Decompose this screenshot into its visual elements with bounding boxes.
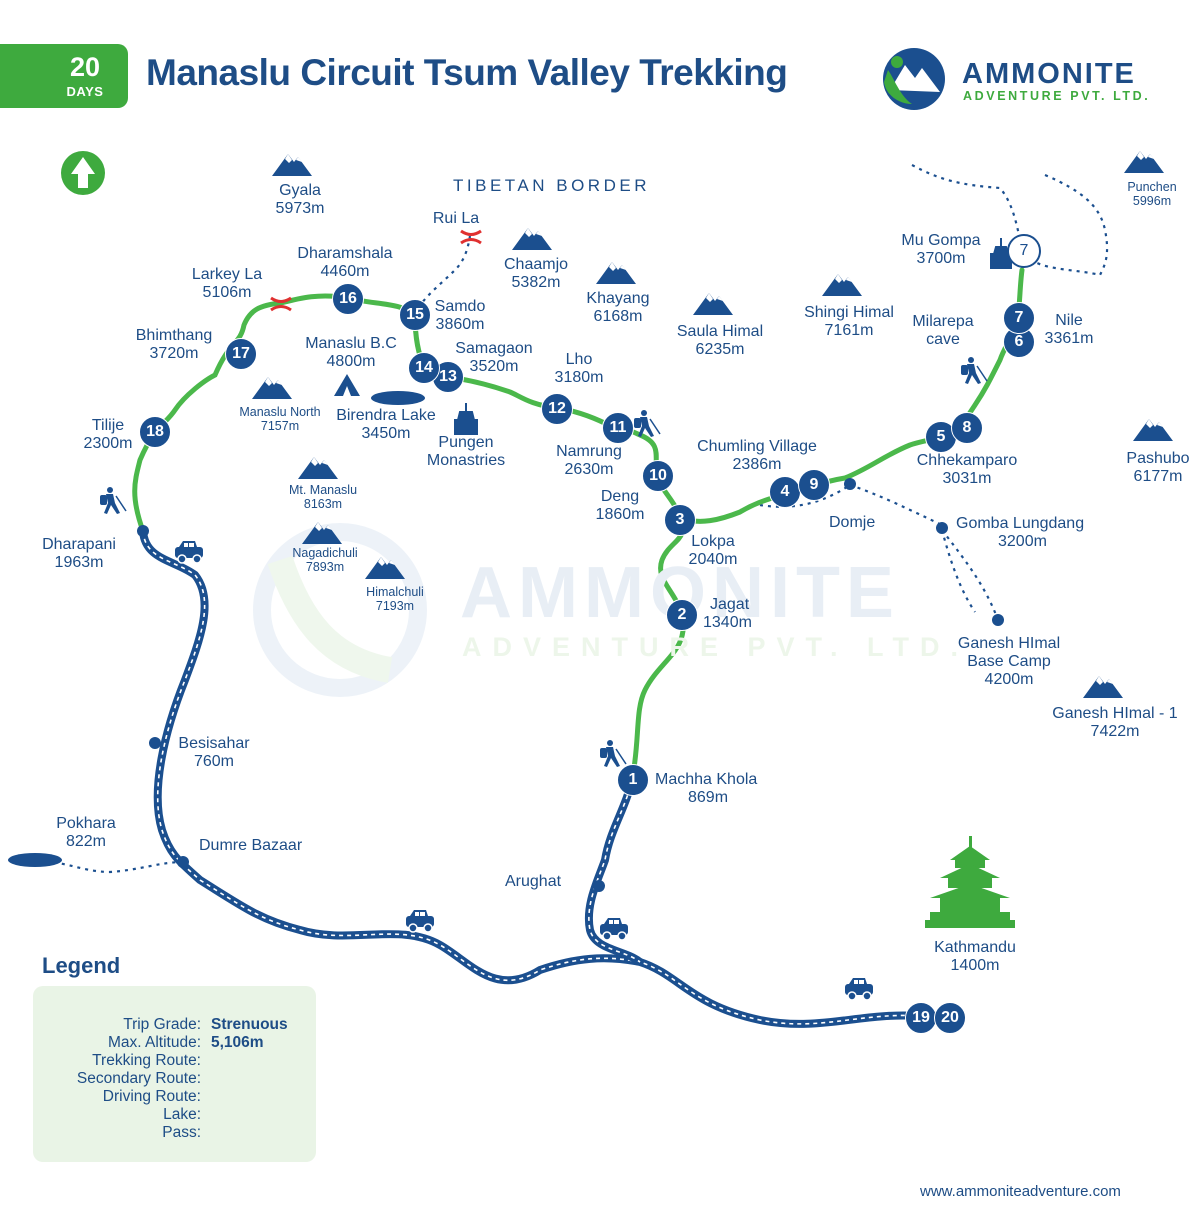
place-domje: Domje	[829, 514, 876, 531]
secondary-route	[29, 164, 1109, 874]
pass-icon	[459, 229, 483, 245]
legend-altitude-value: 5,106m	[211, 1034, 264, 1051]
north-arrow-icon	[61, 151, 105, 195]
stop-10: 10	[642, 460, 674, 492]
legend-grade-value: Strenuous	[211, 1016, 288, 1033]
legend-title: Legend	[42, 953, 121, 978]
stop-12: 12	[541, 393, 573, 425]
stop-16: 16	[332, 283, 364, 315]
brand-logo-icon	[883, 48, 945, 110]
days-number: 20	[69, 52, 101, 82]
stop-7: 7	[1003, 302, 1035, 334]
stop-2: 2	[666, 599, 698, 631]
place-arughat: Arughat	[505, 873, 562, 890]
legend-secondary-label: Secondary Route:	[76, 1070, 201, 1087]
pagoda-icon	[925, 836, 1015, 928]
stop-4: 4	[769, 476, 801, 508]
brand-subtitle: ADVENTURE PVT. LTD.	[963, 89, 1151, 103]
legend-grade-label: Trip Grade:	[123, 1016, 201, 1033]
stop-19: 19	[905, 1002, 937, 1034]
legend-altitude-label: Max. Altitude:	[107, 1034, 201, 1051]
days-label: DAYS	[66, 84, 104, 99]
stop-9: 9	[798, 469, 830, 501]
duration-badge: 20 DAYS	[0, 44, 128, 108]
stop-17: 17	[225, 338, 257, 370]
stop-1: 1	[617, 764, 649, 796]
stop-3: 3	[664, 504, 696, 536]
legend-trekking-label: Trekking Route:	[92, 1052, 201, 1069]
legend-box: Trip Grade: Strenuous Max. Altitude: 5,1…	[33, 986, 316, 1162]
watermark-subtext: ADVENTURE PVT. LTD.	[462, 632, 970, 662]
legend-driving-label: Driving Route:	[102, 1088, 201, 1105]
legend-lake-label: Lake:	[163, 1106, 201, 1123]
trekking-route	[132, 293, 686, 783]
stop-15: 15	[399, 299, 431, 331]
border-label: TIBETAN BORDER	[453, 176, 650, 195]
brand-name: AMMONITE	[962, 58, 1136, 90]
legend-pass-label: Pass:	[162, 1124, 201, 1141]
stop-7-mu-gompa: 7	[1007, 234, 1041, 268]
tent-icon	[334, 374, 360, 396]
page-title: Manaslu Circuit Tsum Valley Trekking	[146, 52, 788, 93]
website-link[interactable]: www.ammoniteadventure.com	[920, 1183, 1121, 1200]
stop-14: 14	[408, 352, 440, 384]
place-dumre-bazaar: Dumre Bazaar	[199, 837, 303, 854]
stop-11: 11	[602, 412, 634, 444]
lake-icon	[371, 391, 425, 405]
stop-20: 20	[934, 1002, 966, 1034]
stop-18: 18	[139, 416, 171, 448]
stop-8: 8	[951, 412, 983, 444]
watermark-logo	[253, 523, 427, 697]
lake-icon	[8, 853, 62, 867]
place-rui-la: Rui La	[432, 210, 480, 227]
